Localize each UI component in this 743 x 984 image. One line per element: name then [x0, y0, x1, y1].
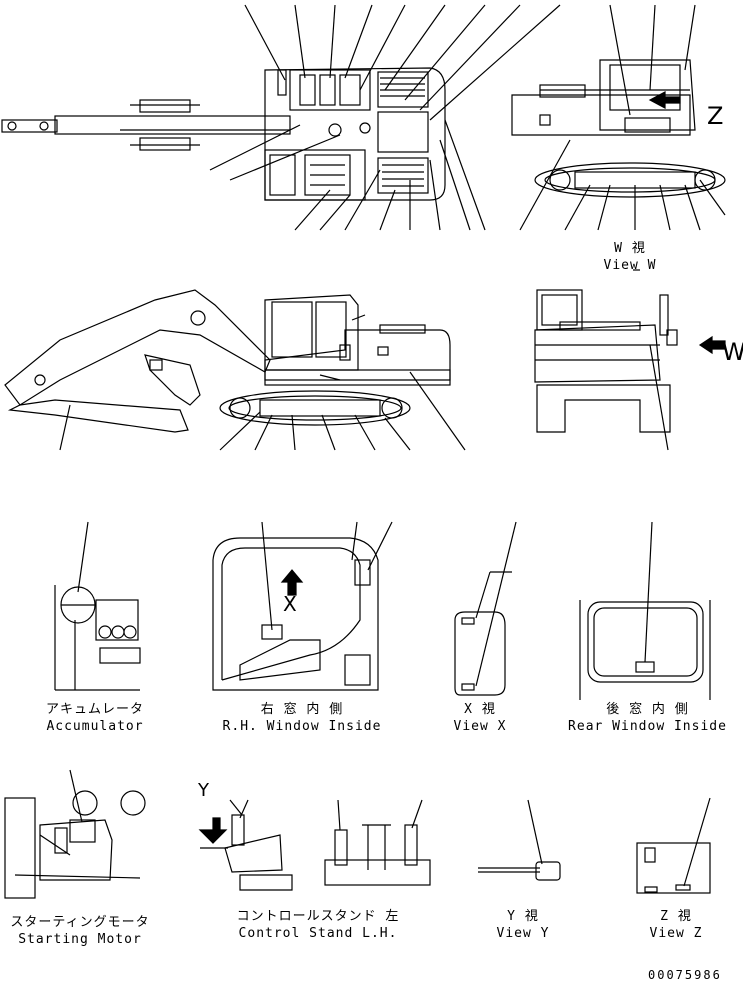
- view-w-label: W 視 View W: [590, 240, 670, 274]
- view-z-label-en: View Z: [649, 926, 703, 941]
- accumulator-label-jp: アキュムレータ: [45, 702, 144, 717]
- view-x-label-en: View X: [453, 719, 507, 734]
- top-view-drawing: [1, 4, 561, 231]
- rear-window-label-en: Rear Window Inside: [568, 719, 727, 734]
- control-stand-label-jp: コントロールスタンド 左: [236, 909, 400, 924]
- view-w-label-en: View W: [603, 258, 657, 273]
- marker-z: Z: [707, 102, 724, 130]
- starting-motor-label-jp: スターティングモータ: [10, 915, 150, 930]
- rh-window-label-en: R.H. Window Inside: [222, 719, 382, 734]
- view-x-label-jp: X 視: [464, 702, 496, 717]
- rh-window-drawing: [212, 521, 393, 691]
- accumulator-label-en: Accumulator: [46, 719, 144, 734]
- control-stand-label: コントロールスタンド 左 Control Stand L.H.: [228, 908, 408, 942]
- view-w-drawing: [511, 4, 726, 231]
- accumulator-label: アキュムレータ Accumulator: [35, 701, 155, 735]
- view-z-label-jp: Z 視: [660, 909, 692, 924]
- side-view-drawing: [4, 289, 466, 451]
- starting-motor-drawing: [4, 769, 146, 899]
- rh-window-label-jp: 右 窓 内 側: [260, 702, 344, 717]
- view-y-label-jp: Y 視: [507, 909, 539, 924]
- view-x-drawing: [454, 521, 517, 696]
- rh-window-label: 右 窓 内 側 R.H. Window Inside: [212, 701, 392, 735]
- view-y-label-en: View Y: [496, 926, 550, 941]
- rear-window-label: 後 窓 内 側 Rear Window Inside: [560, 701, 735, 735]
- rear-view-drawing: [534, 269, 726, 451]
- rear-window-drawing: [579, 521, 711, 700]
- marker-w: W: [722, 338, 743, 366]
- control-stand-label-en: Control Stand L.H.: [238, 926, 398, 941]
- view-y-label: Y 視 View Y: [483, 908, 563, 942]
- view-z-drawing: [636, 797, 711, 894]
- starting-motor-label: スターティングモータ Starting Motor: [5, 914, 155, 948]
- view-w-label-jp: W 視: [614, 241, 646, 256]
- marker-y: Y: [198, 780, 209, 801]
- marker-x: X: [283, 592, 297, 616]
- rear-window-label-jp: 後 窓 内 側: [606, 702, 689, 717]
- drawing-number: 00075986: [648, 968, 722, 982]
- view-z-label: Z 視 View Z: [636, 908, 716, 942]
- view-x-label: X 視 View X: [440, 701, 520, 735]
- control-stand-drawing: [198, 799, 431, 891]
- starting-motor-label-en: Starting Motor: [18, 932, 142, 947]
- view-y-drawing: [478, 799, 561, 881]
- accumulator-drawing: [54, 521, 141, 691]
